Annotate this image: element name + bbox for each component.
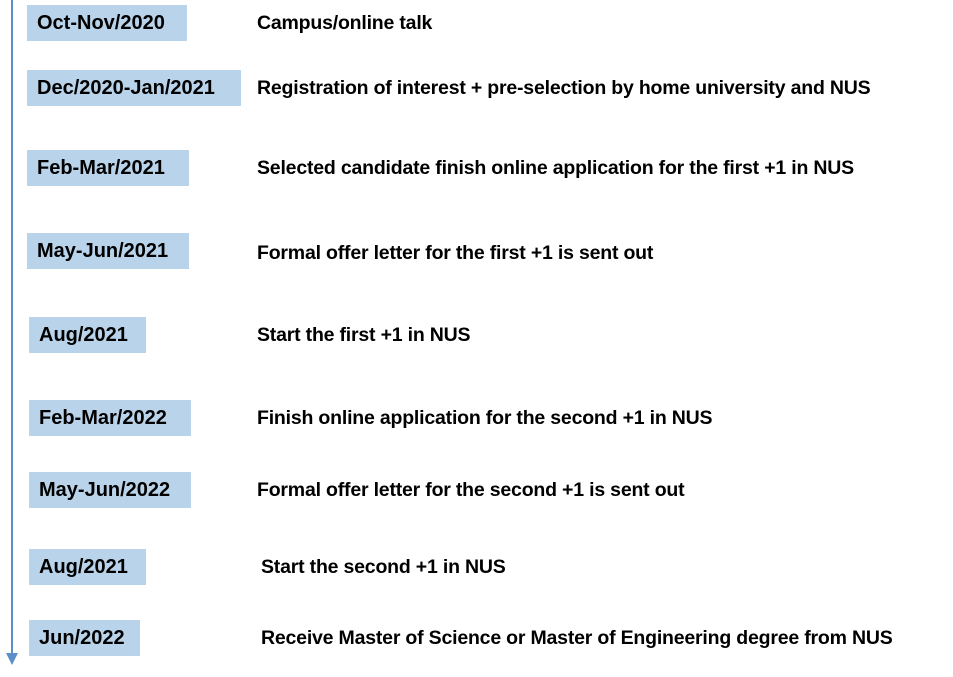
step-description-2: Registration of interest + pre-selection…	[257, 77, 871, 99]
step-description-5: Start the first +1 in NUS	[257, 324, 471, 346]
step-description-3: Selected candidate finish online applica…	[257, 157, 854, 179]
step-description-7: Formal offer letter for the second +1 is…	[257, 479, 685, 501]
step-description-1: Campus/online talk	[257, 12, 433, 34]
step-date-7: May-Jun/2022	[29, 472, 191, 508]
step-description-4: Formal offer letter for the first +1 is …	[257, 242, 654, 264]
step-description-6: Finish online application for the second…	[257, 407, 713, 429]
step-description-8: Start the second +1 in NUS	[261, 556, 506, 578]
step-date-2: Dec/2020-Jan/2021	[27, 70, 241, 106]
step-date-9: Jun/2022	[29, 620, 140, 656]
step-date-1: Oct-Nov/2020	[27, 5, 187, 41]
step-date-6: Feb-Mar/2022	[29, 400, 191, 436]
step-date-3: Feb-Mar/2021	[27, 150, 189, 186]
step-date-8: Aug/2021	[29, 549, 146, 585]
step-date-5: Aug/2021	[29, 317, 146, 353]
step-description-9: Receive Master of Science or Master of E…	[261, 627, 893, 649]
timeline-arrow	[6, 0, 18, 665]
step-date-4: May-Jun/2021	[27, 233, 189, 269]
arrow-head-icon	[6, 653, 18, 665]
